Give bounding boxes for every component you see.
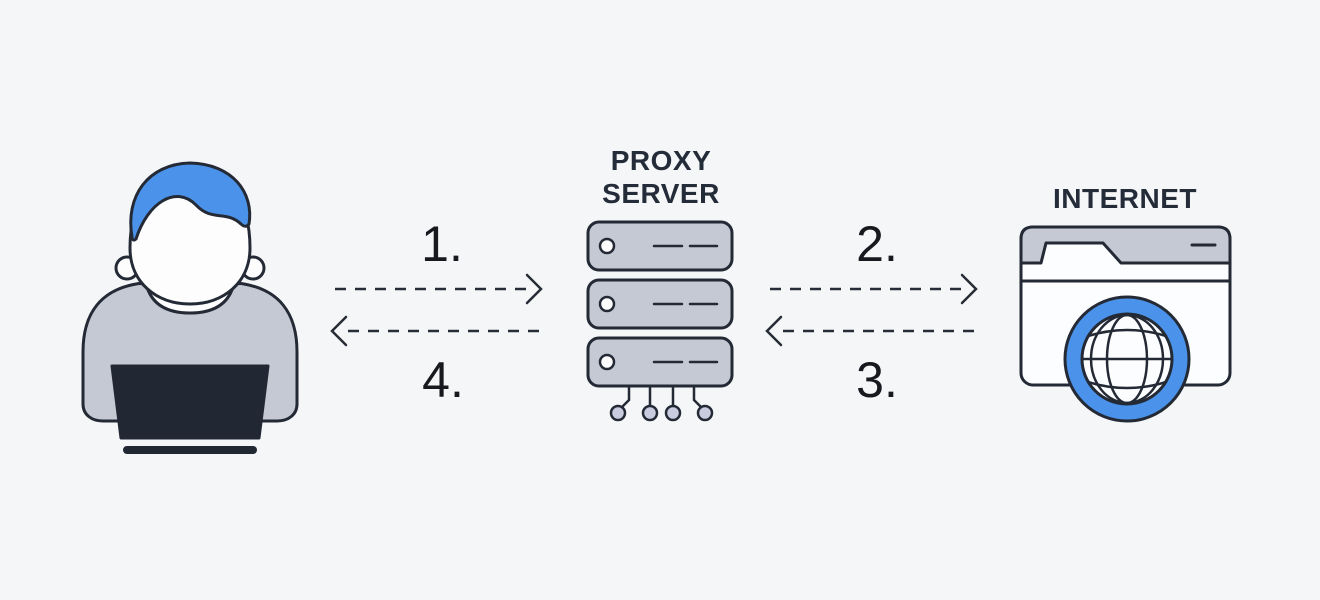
step-3-number: 3. — [856, 352, 898, 408]
proxy-label-line2: SERVER — [602, 178, 720, 209]
internet-label: INTERNET — [1025, 182, 1225, 215]
internet-label-text: INTERNET — [1053, 183, 1197, 214]
laptop-base — [123, 446, 257, 454]
step-2-number: 2. — [856, 216, 898, 272]
server-led — [598, 295, 616, 313]
user-icon — [81, 161, 299, 454]
arrow-left-head-icon — [765, 315, 783, 347]
arrow-right-head-icon — [525, 273, 543, 305]
laptop-icon — [110, 364, 270, 440]
cable-dots — [609, 404, 714, 422]
step-1-number: 1. — [421, 216, 463, 272]
globe-icon — [1063, 295, 1191, 423]
arrows-user-proxy — [330, 273, 543, 347]
arrow-right-head-icon — [960, 273, 978, 305]
browser-header — [1019, 225, 1232, 265]
arrow-left-head-icon — [330, 315, 348, 347]
server-cables — [620, 384, 703, 409]
proxy-label-line1: PROXY — [610, 145, 712, 176]
arrows-proxy-internet — [765, 273, 978, 347]
server-vents — [652, 244, 719, 364]
step-4-number: 4. — [422, 352, 464, 408]
user-hair — [129, 161, 252, 242]
proxy-server-label: PROXY SERVER — [561, 144, 761, 210]
proxy-server-icon — [586, 220, 734, 422]
internet-icon — [1019, 225, 1232, 423]
server-led — [598, 237, 616, 255]
server-led — [598, 353, 616, 371]
